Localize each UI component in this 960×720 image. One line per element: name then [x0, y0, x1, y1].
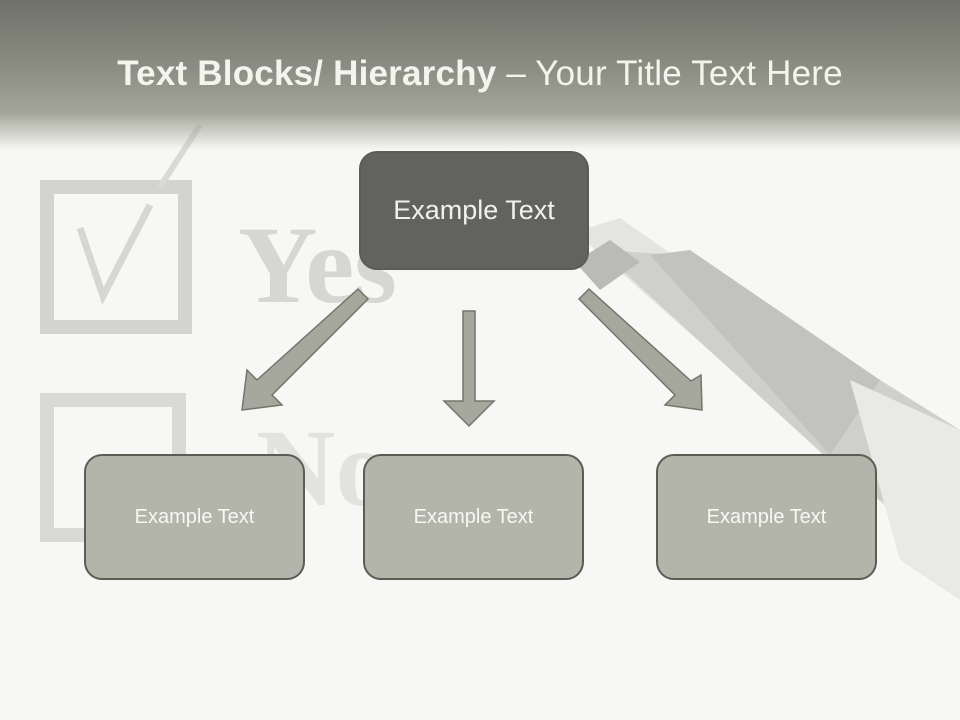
title-band [0, 0, 960, 150]
child-box-center: Example Text [363, 454, 584, 580]
arrow-right [577, 287, 703, 411]
arrow-left [241, 287, 370, 411]
child-box-right: Example Text [656, 454, 877, 580]
title-bold: Text Blocks/ Hierarchy [117, 54, 497, 93]
top-level-box: Example Text [359, 151, 589, 270]
slide-title: Text Blocks/ Hierarchy – Your Title Text… [0, 54, 960, 94]
title-rest: – Your Title Text Here [496, 54, 843, 93]
child-box-left: Example Text [84, 454, 305, 580]
arrow-center [442, 310, 496, 428]
